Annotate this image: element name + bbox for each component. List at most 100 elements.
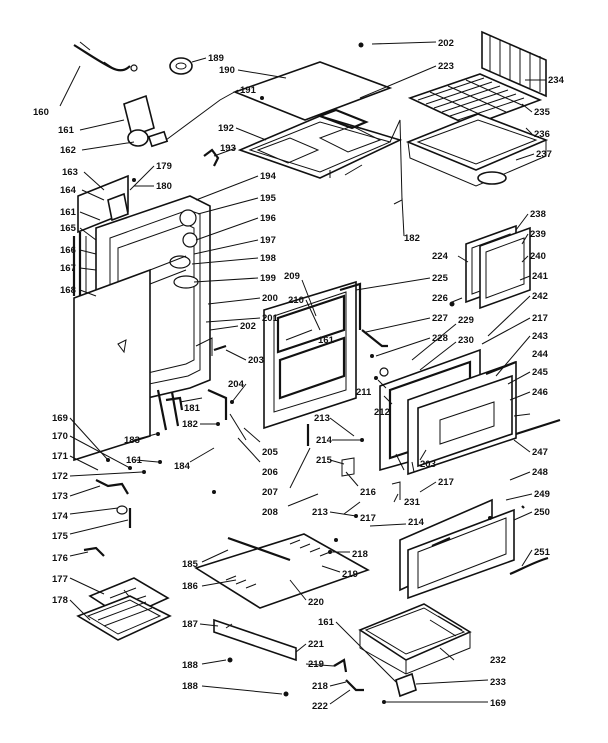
part-label: 203: [248, 355, 264, 366]
part-label: 218: [312, 681, 328, 692]
base-brackets: [156, 337, 247, 494]
part-label: 235: [534, 107, 551, 118]
part-label: 239: [530, 229, 546, 240]
door-frame-209-210: [263, 280, 362, 430]
part-label: 168: [60, 285, 76, 296]
part-label: 224: [432, 251, 449, 262]
screw-211: [374, 376, 378, 380]
part-label: 217: [360, 513, 376, 524]
part-label: 171: [52, 451, 69, 462]
part-label: 185: [182, 559, 199, 570]
leader-lines: [59, 41, 546, 705]
part-label: 197: [260, 235, 276, 246]
part-label: 217: [438, 477, 454, 488]
part-label: 189: [208, 53, 224, 64]
part-label: 249: [534, 489, 550, 500]
part-label: 229: [458, 315, 474, 326]
part-label: 226: [432, 293, 448, 304]
part-label: 162: [60, 145, 76, 156]
part-label: 214: [408, 517, 425, 528]
part-label: 178: [52, 595, 68, 606]
storage-drawer-232: [358, 603, 472, 698]
part-label: 240: [530, 251, 546, 262]
part-label: 244: [532, 349, 549, 360]
screw-202-top: [358, 42, 364, 48]
part-label: 203: [420, 459, 436, 470]
power-cord-160: [73, 41, 138, 72]
part-label: 230: [458, 335, 474, 346]
part-label: 166: [60, 245, 76, 256]
toekick-187: [213, 618, 297, 697]
part-label: 193: [220, 143, 236, 154]
part-label: 231: [404, 497, 421, 508]
part-label: 237: [536, 149, 552, 160]
part-label: 194: [260, 171, 277, 182]
part-label: 228: [432, 333, 448, 344]
part-label: 186: [182, 581, 198, 592]
part-label: 161: [126, 455, 143, 466]
part-label: 181: [184, 403, 201, 414]
part-label: 214: [316, 435, 333, 446]
part-label: 188: [182, 681, 198, 692]
part-label: 212: [374, 407, 390, 418]
broiler-grid-235: [407, 73, 543, 127]
side-panel-168: [73, 268, 151, 462]
part-label: 223: [438, 61, 454, 72]
side-trim-165-167: [72, 232, 87, 300]
part-label: 187: [182, 619, 198, 630]
part-label: 217: [532, 313, 548, 324]
part-label: 250: [534, 507, 550, 518]
part-number-labels: 189 202 190 223 234 160 191 235 161 192 …: [33, 38, 565, 712]
part-label: 172: [52, 471, 68, 482]
part-label: 199: [260, 273, 276, 284]
part-label: 180: [156, 181, 172, 192]
part-label: 220: [308, 597, 324, 608]
part-label: 216: [360, 487, 376, 498]
part-label: 251: [534, 547, 551, 558]
part-label: 205: [262, 447, 279, 458]
part-label: 213: [314, 413, 330, 424]
part-label: 222: [312, 701, 328, 712]
lower-door-hardware: [306, 424, 401, 518]
part-label: 246: [532, 387, 548, 398]
parts-drawing: [72, 30, 561, 704]
part-label: 161: [60, 207, 77, 218]
small-parts-169-176: [83, 458, 146, 557]
part-label: 192: [218, 123, 234, 134]
part-label: 204: [228, 379, 245, 390]
part-label: 188: [182, 660, 198, 671]
part-label: 169: [490, 698, 506, 709]
part-label: 243: [532, 331, 548, 342]
part-label: 247: [532, 447, 548, 458]
part-label: 202: [438, 38, 454, 49]
small-hardware-218-222: [328, 538, 386, 704]
part-label: 209: [284, 271, 300, 282]
grommet-189: [169, 57, 193, 75]
part-label: 190: [219, 65, 235, 76]
door-hinge-227-228: [361, 301, 455, 377]
part-label: 183: [124, 435, 140, 446]
part-label: 175: [52, 531, 69, 542]
part-label: 211: [356, 387, 372, 398]
part-label: 238: [530, 209, 546, 220]
part-label: 241: [532, 271, 549, 282]
part-label: 219: [308, 659, 324, 670]
part-label: 202: [240, 321, 256, 332]
part-label: 248: [532, 467, 548, 478]
part-label: 207: [262, 487, 278, 498]
part-label: 227: [432, 313, 448, 324]
broiler-pan-236-237: [405, 113, 549, 187]
part-label: 195: [260, 193, 277, 204]
part-label: 179: [156, 161, 172, 172]
part-label: 161: [58, 125, 75, 136]
part-label: 176: [52, 553, 68, 564]
part-label: 242: [532, 291, 548, 302]
part-label: 177: [52, 574, 68, 585]
part-label: 206: [262, 467, 278, 478]
part-label: 210: [288, 295, 304, 306]
part-label: 182: [404, 233, 420, 244]
backguard-cap-161-162: [123, 94, 169, 148]
part-label: 236: [534, 129, 550, 140]
part-label: 182: [182, 419, 198, 430]
